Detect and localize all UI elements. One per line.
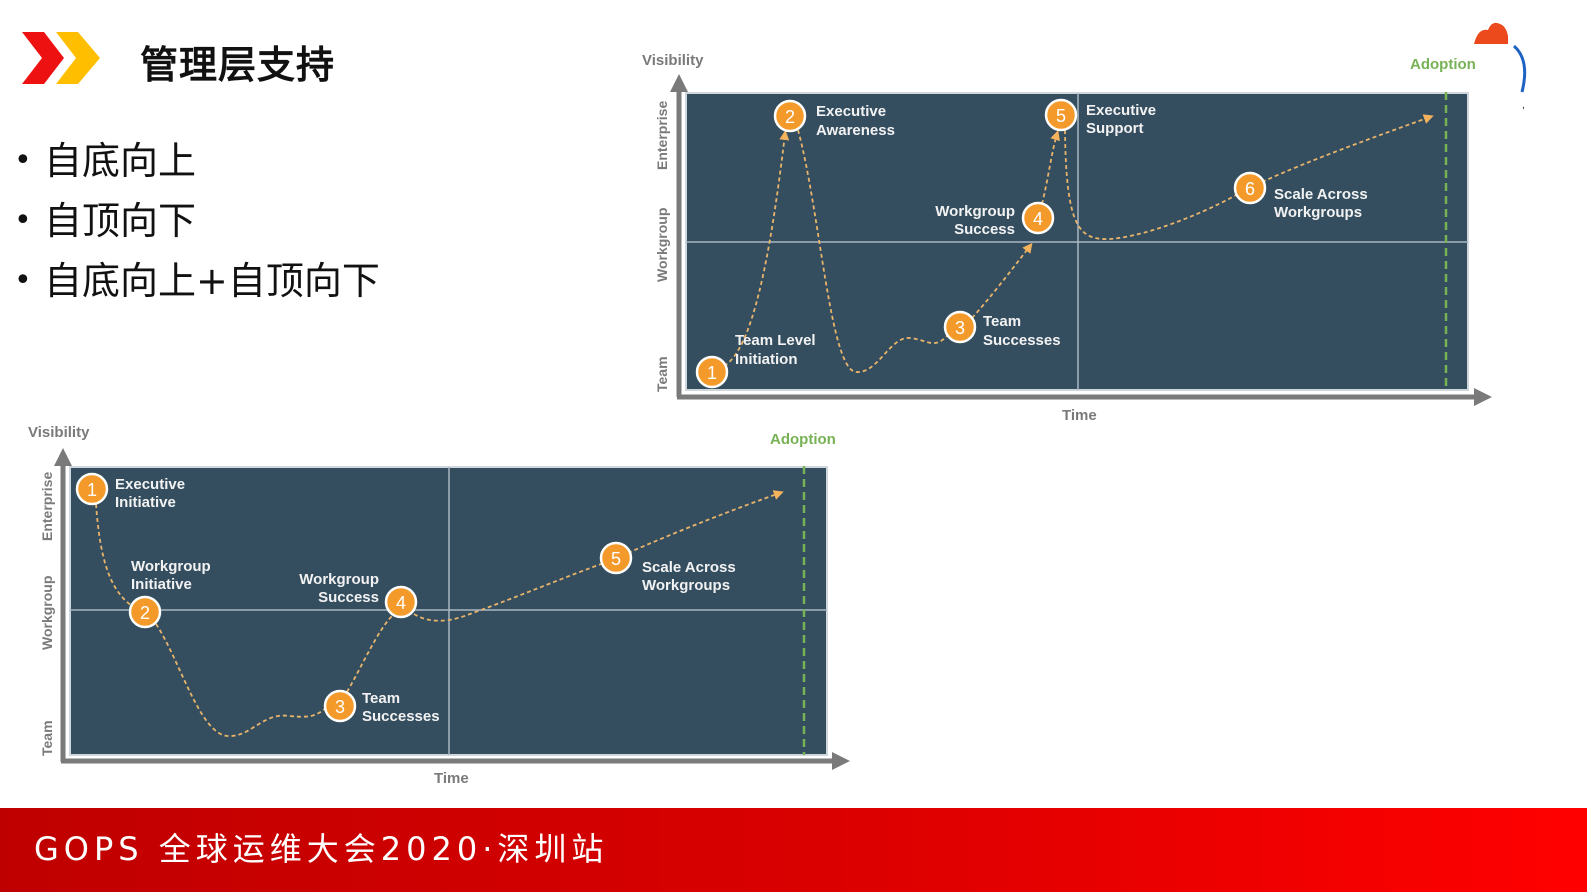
svg-text:5: 5 bbox=[611, 549, 621, 569]
marker-6: 6 bbox=[1233, 171, 1267, 205]
y-axis-title: Visibility bbox=[642, 52, 704, 69]
svg-text:Success: Success bbox=[318, 589, 379, 606]
svg-text:2: 2 bbox=[140, 603, 150, 623]
bullet-list: •自底向上 •自顶向下 •自底向上+自顶向下 bbox=[14, 136, 380, 316]
svg-text:Workgroups: Workgroups bbox=[642, 577, 730, 594]
svg-text:Team: Team bbox=[39, 720, 55, 756]
svg-text:,: , bbox=[1522, 100, 1525, 111]
y-axis-title: Visibility bbox=[28, 424, 90, 441]
footer-banner: GOPS 全球运维大会2020·深圳站 bbox=[0, 808, 1587, 892]
x-axis-title: Time bbox=[434, 770, 469, 787]
marker-2: 2 bbox=[128, 595, 162, 629]
footer-text: GOPS 全球运维大会2020·深圳站 bbox=[34, 830, 609, 868]
svg-text:6: 6 bbox=[1245, 179, 1255, 199]
svg-text:1: 1 bbox=[707, 363, 717, 383]
svg-text:Enterprise: Enterprise bbox=[654, 101, 670, 170]
svg-text:3: 3 bbox=[335, 697, 345, 717]
svg-text:Workgroup: Workgroup bbox=[299, 571, 379, 588]
svg-text:Success: Success bbox=[954, 221, 1015, 238]
svg-text:Successes: Successes bbox=[983, 332, 1061, 349]
svg-text:5: 5 bbox=[1056, 106, 1066, 126]
marker-5: 5 bbox=[599, 541, 633, 575]
corner-logo-icon: , bbox=[1474, 22, 1527, 111]
y-axis-arrow-icon bbox=[54, 448, 72, 466]
svg-text:Executive: Executive bbox=[816, 103, 886, 120]
svg-text:Executive: Executive bbox=[115, 476, 185, 493]
bullet-dot-icon: • bbox=[14, 203, 32, 238]
marker-2: 2 bbox=[773, 99, 807, 133]
svg-text:Initiation: Initiation bbox=[735, 351, 798, 368]
x-axis-arrow-icon bbox=[832, 752, 850, 770]
bottom-chart: Visibility Adoption Time Team Workgroup … bbox=[28, 424, 850, 787]
charts-canvas: Visibility Adoption Time Team Workgroup … bbox=[28, 52, 1492, 787]
bullet-dot-icon: • bbox=[14, 143, 32, 178]
svg-text:Workgroups: Workgroups bbox=[1274, 204, 1362, 221]
bullet-dot-icon: • bbox=[14, 263, 32, 298]
adoption-label: Adoption bbox=[1410, 56, 1476, 73]
svg-text:Workgroup: Workgroup bbox=[39, 576, 55, 650]
svg-text:Team: Team bbox=[654, 356, 670, 392]
svg-text:Workgroup: Workgroup bbox=[131, 558, 211, 575]
svg-text:Support: Support bbox=[1086, 120, 1144, 137]
svg-text:Initiative: Initiative bbox=[115, 494, 176, 511]
svg-text:Successes: Successes bbox=[362, 708, 440, 725]
svg-text:Team: Team bbox=[983, 313, 1021, 330]
bullet-item: •自顶向下 bbox=[14, 196, 380, 256]
svg-text:1: 1 bbox=[87, 480, 97, 500]
svg-text:Scale Across: Scale Across bbox=[642, 559, 736, 576]
svg-text:Team: Team bbox=[362, 690, 400, 707]
svg-text:4: 4 bbox=[396, 593, 406, 613]
y-axis-arrow-icon bbox=[670, 74, 688, 92]
marker-3: 3 bbox=[323, 689, 357, 723]
svg-text:Enterprise: Enterprise bbox=[39, 472, 55, 541]
svg-text:Workgroup: Workgroup bbox=[935, 203, 1015, 220]
marker-5: 5 bbox=[1044, 98, 1078, 132]
svg-text:4: 4 bbox=[1033, 209, 1043, 229]
chevron-logo-icon bbox=[22, 32, 100, 84]
bullet-item: •自底向上+自顶向下 bbox=[14, 256, 380, 316]
svg-text:2: 2 bbox=[785, 107, 795, 127]
adoption-label: Adoption bbox=[770, 431, 836, 448]
svg-text:3: 3 bbox=[955, 318, 965, 338]
svg-text:Scale Across: Scale Across bbox=[1274, 186, 1368, 203]
svg-text:Team Level: Team Level bbox=[735, 332, 816, 349]
marker-4: 4 bbox=[384, 585, 418, 619]
marker-3: 3 bbox=[943, 310, 977, 344]
marker-1: 1 bbox=[75, 472, 109, 506]
x-axis-title: Time bbox=[1062, 407, 1097, 424]
svg-text:Executive: Executive bbox=[1086, 102, 1156, 119]
svg-text:Workgroup: Workgroup bbox=[654, 208, 670, 282]
marker-4: 4 bbox=[1021, 201, 1055, 235]
svg-text:Initiative: Initiative bbox=[131, 576, 192, 593]
x-axis-arrow-icon bbox=[1474, 388, 1492, 406]
bullet-item: •自底向上 bbox=[14, 136, 380, 196]
marker-1: 1 bbox=[695, 355, 729, 389]
svg-text:Awareness: Awareness bbox=[816, 122, 895, 139]
top-chart: Visibility Adoption Time Team Workgroup … bbox=[642, 52, 1492, 424]
page-title: 管理层支持 bbox=[140, 43, 336, 87]
